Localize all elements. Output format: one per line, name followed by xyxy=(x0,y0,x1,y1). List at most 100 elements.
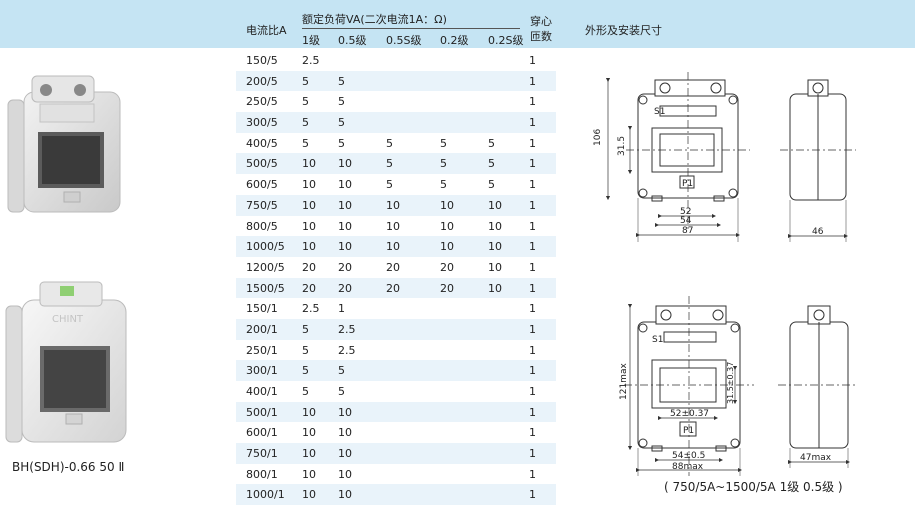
table-cell: 20 xyxy=(386,281,400,295)
table-cell: 5 xyxy=(338,74,345,88)
table-cell: 10 xyxy=(338,219,352,233)
header-ratio: 电流比A xyxy=(246,24,287,37)
table-cell: 1000/5 xyxy=(246,240,285,254)
table-cell: 2.5 xyxy=(302,54,320,67)
table-cell: 1 xyxy=(529,116,536,130)
dim-holes-bottom: 54±0.5 xyxy=(672,451,705,461)
table-cell: 400/1 xyxy=(246,385,278,398)
table-cell: 10 xyxy=(302,178,316,192)
table-cell: 1 xyxy=(529,426,536,440)
table-cell: 250/5 xyxy=(246,95,278,109)
nameplate-mark: CHINT xyxy=(52,314,84,325)
table-cell: 1 xyxy=(338,302,345,316)
table-cell: 10 xyxy=(338,157,352,171)
table-cell: 1 xyxy=(529,157,536,171)
table-cell: 5 xyxy=(488,136,495,150)
drawing-top-side xyxy=(780,79,856,242)
dim-width-bottom: 88max xyxy=(672,462,704,472)
header-class-0-5: 0.5级 xyxy=(338,34,367,47)
table-cell: 150/5 xyxy=(246,54,278,67)
dim-window-h-top: 31.5 xyxy=(617,136,627,156)
header-turns-1: 穿心 xyxy=(530,15,552,28)
table-cell: 5 xyxy=(386,178,393,192)
table-cell: 10 xyxy=(386,240,400,254)
table-cell: 5 xyxy=(338,95,345,109)
terminal-s1-top: S1 xyxy=(654,107,665,117)
table-cell: 2.5 xyxy=(338,343,356,357)
dim-window-w-bottom: 52±0.37 xyxy=(670,409,709,419)
drawing-bottom-front xyxy=(624,296,754,476)
table-cell: 5 xyxy=(338,116,345,130)
table-cell: 10 xyxy=(488,281,502,295)
terminal-s1-bottom: S1 xyxy=(652,335,663,345)
table-cell: 1 xyxy=(529,240,536,254)
table-row: 150/5 2.5 1 xyxy=(236,50,556,71)
table-cell: 1 xyxy=(529,136,536,150)
drawing-top-front xyxy=(605,72,750,242)
table-cell: 5 xyxy=(302,385,309,398)
table-cell: 10 xyxy=(488,198,502,212)
table-cell: 750/5 xyxy=(246,198,278,212)
dim-depth-top: 46 xyxy=(812,227,824,237)
table-cell: 5 xyxy=(302,136,309,150)
header-class-1: 1级 xyxy=(302,34,320,47)
table-cell: 10 xyxy=(386,198,400,212)
table-cell: 1 xyxy=(529,260,536,274)
table-cell: 10 xyxy=(302,157,316,171)
table-cell: 750/1 xyxy=(246,447,278,461)
product-model: BH(SDH)-0.66 50 Ⅱ xyxy=(12,460,125,474)
dim-holes-top: 54 xyxy=(680,216,692,226)
table-cell: 1 xyxy=(529,54,536,67)
table-cell: 10 xyxy=(302,405,316,419)
table-cell: 800/5 xyxy=(246,219,278,233)
table-cell: 1 xyxy=(529,302,536,316)
header-turns-2: 匝数 xyxy=(530,30,552,43)
table-cell: 800/1 xyxy=(246,467,278,481)
table-cell: 5 xyxy=(302,322,309,336)
table-cell: 10 xyxy=(302,198,316,212)
table-cell: 300/5 xyxy=(246,116,278,130)
table-cell: 20 xyxy=(440,281,454,295)
table-cell: 10 xyxy=(488,219,502,233)
table-cell: 10 xyxy=(488,260,502,274)
dim-height-top: 106 xyxy=(593,129,603,146)
table-cell: 10 xyxy=(440,240,454,254)
table-cell: 2.5 xyxy=(338,322,356,336)
dim-depth-bottom: 47max xyxy=(800,453,832,463)
table-cell: 500/5 xyxy=(246,157,278,171)
table-cell: 600/5 xyxy=(246,178,278,192)
table-cell: 20 xyxy=(386,260,400,274)
table-cell: 1 xyxy=(529,385,536,398)
table-cell: 10 xyxy=(338,240,352,254)
table-cell: 1 xyxy=(529,281,536,295)
table-cell: 5 xyxy=(302,95,309,109)
terminal-p1-top: P1 xyxy=(682,179,693,189)
header-class-0-2: 0.2级 xyxy=(440,34,469,47)
table-cell: 1 xyxy=(529,219,536,233)
drawing-bottom-side xyxy=(778,305,858,468)
header-underline xyxy=(302,28,520,29)
table-cell: 10 xyxy=(302,447,316,461)
table-cell: 20 xyxy=(302,281,316,295)
table-cell: 10 xyxy=(338,405,352,419)
table-cell: 200/1 xyxy=(246,322,278,336)
terminal-p1-bottom: P1 xyxy=(683,426,694,436)
table-cell: 1 xyxy=(529,488,536,502)
drawing-caption: ( 750/5A~1500/5A 1级 0.5级 ) xyxy=(664,480,843,494)
table-cell: 1 xyxy=(529,178,536,192)
dim-width-top: 87 xyxy=(682,226,693,236)
table-cell: 1500/5 xyxy=(246,281,285,295)
